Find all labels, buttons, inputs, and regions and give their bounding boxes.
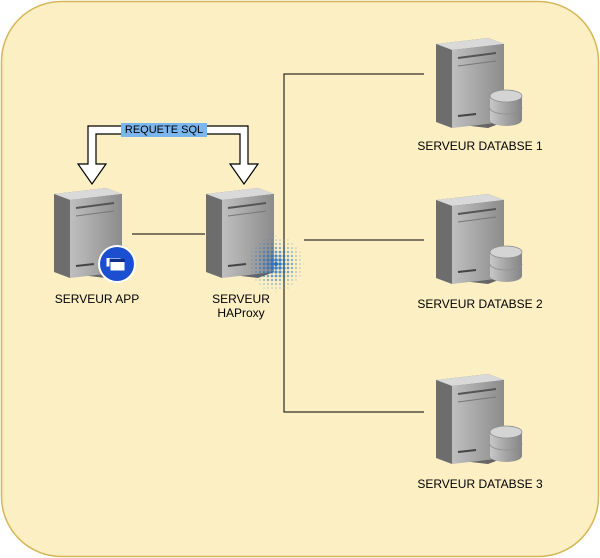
haproxy-label-line2: HAProxy (217, 306, 265, 320)
db2-label: SERVEUR DATABSE 2 (417, 297, 543, 311)
connection-lines (132, 73, 424, 413)
link-haproxy-db-trunk (283, 73, 424, 413)
app-server-label: SERVEUR APP (54, 292, 140, 306)
db1-label: SERVEUR DATABSE 1 (417, 139, 543, 153)
sql-request-label: REQUETE SQL (121, 123, 207, 137)
haproxy-server-label: SERVEUR HAProxy (196, 292, 286, 320)
dots-globe-icon (247, 235, 305, 293)
db3-label: SERVEUR DATABSE 3 (417, 477, 543, 491)
sql-request-arrow (76, 125, 260, 186)
windows-icon (98, 245, 136, 283)
app-server (53, 187, 136, 283)
haproxy-label-line1: SERVEUR (212, 292, 270, 306)
haproxy-server (205, 187, 305, 293)
